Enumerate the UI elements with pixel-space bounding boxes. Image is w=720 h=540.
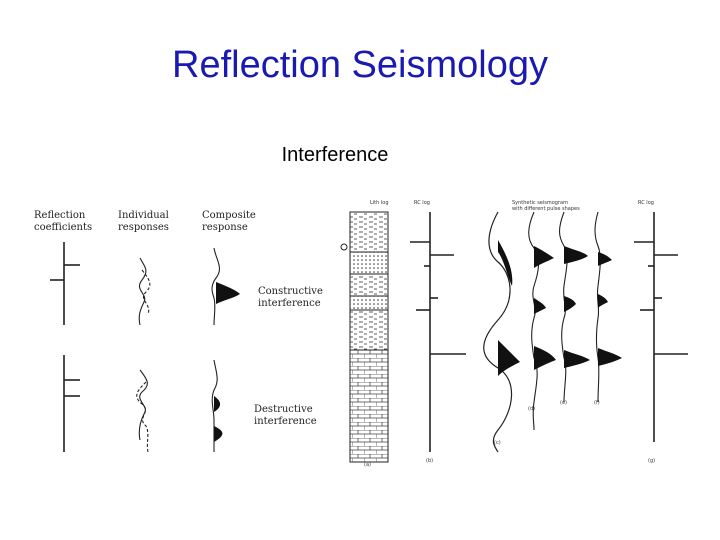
left-panel: Reflection coefficients Individual respo… [34, 210, 323, 453]
slide-subtitle: Interference [281, 144, 389, 166]
panel-label-b: (b) [426, 458, 433, 464]
slide-title: Reflection Seismology [172, 44, 548, 86]
panel-label-c: (c) [494, 440, 501, 446]
synthetic-trace-a [483, 211, 520, 453]
rc-log-label-1: RC log [414, 200, 430, 206]
interference-figure: Reflection coefficients Individual respo… [28, 190, 708, 480]
synthetic-trace-b [528, 211, 556, 431]
individual-responses-top [138, 257, 151, 326]
col-reflection-label-1: Reflection [34, 210, 86, 221]
rc-spikes-top [50, 242, 80, 325]
synthetic-label-1: Synthetic seismogram [512, 200, 568, 206]
panel-label-g: (g) [648, 458, 655, 464]
interference-figure-svg: Reflection coefficients Individual respo… [34, 200, 688, 468]
col-individual-label-2: responses [118, 222, 169, 233]
shot-icon [340, 243, 348, 251]
rc-log-1 [410, 212, 466, 452]
panel-label-a: (a) [364, 462, 371, 468]
panel-label-d: (d) [528, 406, 535, 412]
composite-response-top [211, 247, 240, 326]
col-composite-label-2: response [202, 222, 248, 233]
rc-log-label-2: RC log [638, 200, 654, 206]
synthetic-trace-c [558, 211, 590, 403]
composite-response-bottom [211, 359, 223, 452]
individual-responses-bottom [136, 369, 149, 453]
constructive-label-2: interference [258, 298, 321, 309]
panel-label-e: (e) [560, 400, 567, 406]
synthetic-trace-d [594, 211, 622, 403]
col-reflection-label-2: coefficients [34, 222, 92, 233]
destructive-label-1: Destructive [254, 404, 313, 415]
constructive-label-1: Constructive [258, 286, 323, 297]
rc-spikes-bottom [63, 355, 80, 452]
rc-log-2 [634, 212, 688, 442]
destructive-label-2: interference [254, 416, 317, 427]
synthetic-label-2: with different pulse shapes [512, 206, 580, 212]
lith-column [340, 211, 389, 463]
lith-log-label: Lith log [370, 200, 389, 206]
panel-label-f: (f) [594, 400, 600, 406]
col-composite-label-1: Composite [202, 210, 256, 221]
col-individual-label-1: Individual [118, 210, 169, 221]
right-panel: Lith log RC log Synthetic seismogram wit… [340, 200, 688, 468]
